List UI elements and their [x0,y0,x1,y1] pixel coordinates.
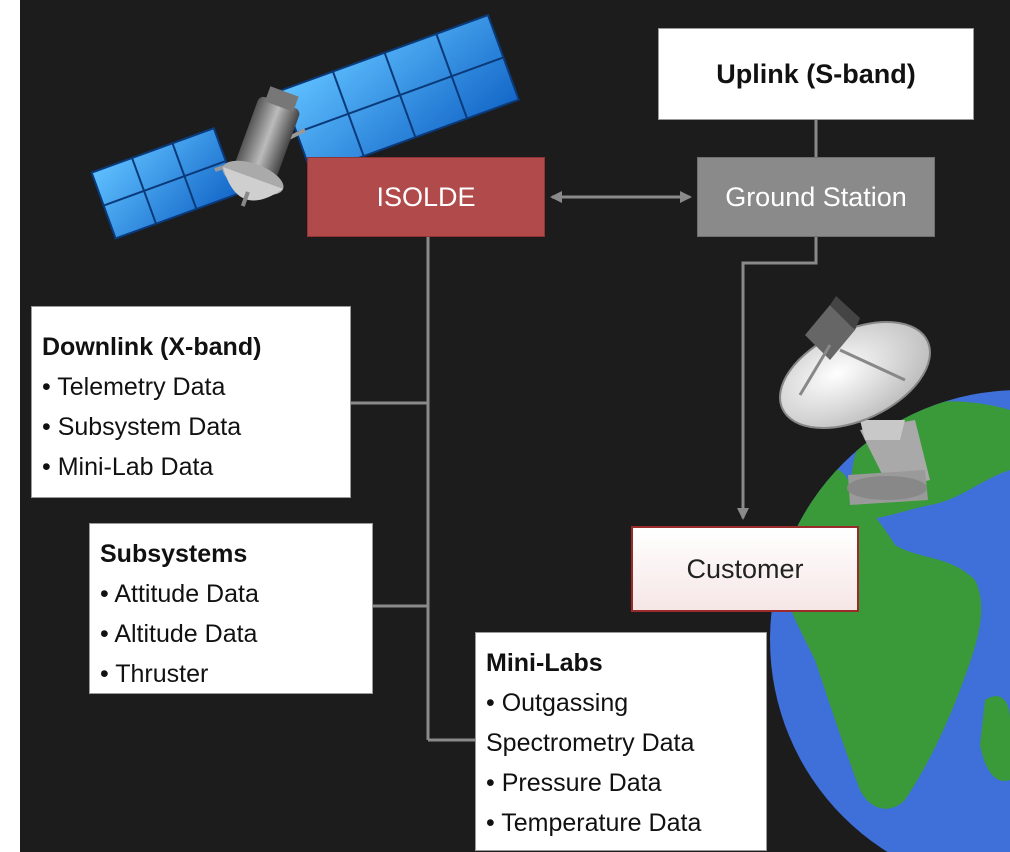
ground-station-node: Ground Station [697,157,935,237]
customer-label: Customer [686,553,804,584]
subsystems-box: Subsystems • Attitude Data • Altitude Da… [89,523,373,694]
subsystems-item: • Thruster [100,660,209,688]
satellite-icon [90,13,521,240]
downlink-box: Downlink (X-band) • Telemetry Data • Sub… [31,306,351,498]
customer-node: Customer [631,526,859,612]
ground-customer-arrow [737,237,818,520]
downlink-item: • Mini-Lab Data [42,453,214,481]
downlink-item: • Subsystem Data [42,413,242,441]
minilabs-item: • Pressure Data [486,769,662,797]
downlink-title: Downlink (X-band) [42,333,262,361]
minilabs-item: • Temperature Data [486,809,702,837]
minilabs-item: Spectrometry Data [486,729,695,757]
subsystems-title: Subsystems [100,540,248,568]
subsystems-item: • Altitude Data [100,620,258,648]
minilabs-box: Mini-Labs • Outgassing Spectrometry Data… [475,632,767,851]
downlink-item: • Telemetry Data [42,373,226,401]
subsystems-item: • Attitude Data [100,580,259,608]
isolde-node: ISOLDE [307,157,545,237]
isolde-label: ISOLDE [376,181,476,212]
uplink-label: Uplink (S-band) [716,58,916,89]
uplink-box: Uplink (S-band) [658,28,974,120]
ground-station-label: Ground Station [725,181,907,212]
minilabs-title: Mini-Labs [486,649,603,677]
minilabs-item: • Outgassing [486,689,629,717]
satellite-dish-icon [779,296,931,505]
connector-lines [351,120,818,742]
